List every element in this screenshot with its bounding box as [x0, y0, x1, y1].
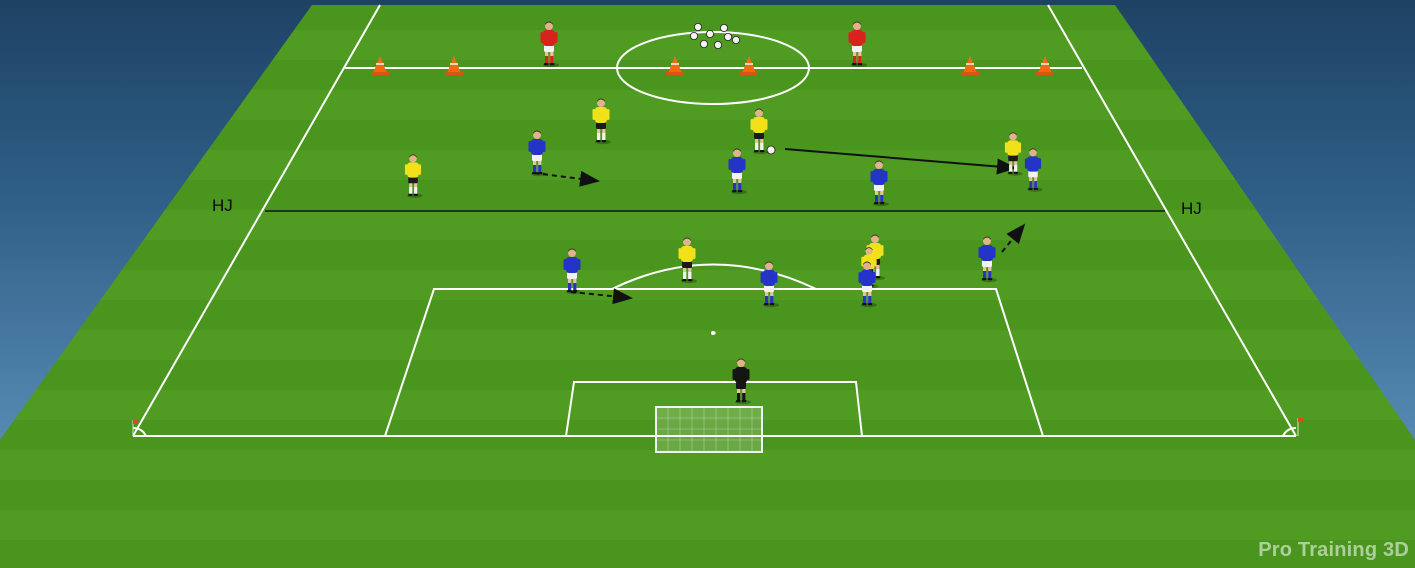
ball-icon [700, 40, 707, 47]
penalty-spot-marker [712, 331, 715, 334]
ball-icon [732, 36, 739, 43]
grass-shade [0, 5, 1415, 568]
offside-line-label-left: HJ [212, 196, 233, 216]
offside-line-label-right: HJ [1181, 199, 1202, 219]
ball-icon [724, 33, 731, 40]
brand-watermark: Pro Training 3D [1258, 539, 1409, 562]
ball-icon [706, 30, 713, 37]
ball-icon [714, 41, 721, 48]
goal [656, 407, 762, 452]
ball-icon [694, 23, 701, 30]
ball-icon [690, 32, 697, 39]
ball-icon [720, 24, 727, 31]
